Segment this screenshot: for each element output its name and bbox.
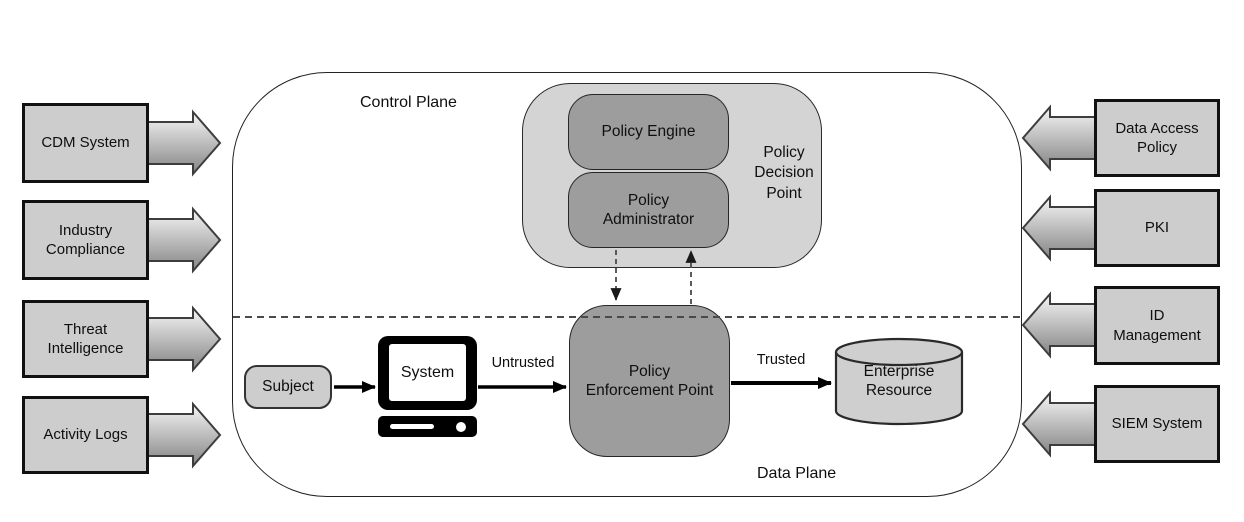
threat-intelligence-box: Threat Intelligence: [22, 300, 149, 378]
industry-compliance-box: Industry Compliance: [22, 200, 149, 280]
id-management-box: ID Management: [1094, 286, 1220, 365]
system-monitor-icon: System: [378, 336, 477, 410]
control-plane-label: Control Plane: [360, 94, 457, 111]
id-management-arrow-icon: [1021, 291, 1098, 359]
siem-system-arrow-icon: [1021, 390, 1098, 458]
system-label: System: [400, 363, 455, 381]
system-base-dot: [456, 421, 466, 432]
policy-decision-point-label: Policy Decision Point: [754, 144, 814, 202]
activity-logs-label: Activity Logs: [43, 426, 128, 444]
policy-enforcement-point-label: Policy Enforcement Point: [585, 362, 714, 399]
pki-arrow-icon: [1021, 194, 1098, 262]
trusted-label: Trusted: [756, 352, 806, 368]
industry-compliance-arrow-icon: [146, 206, 222, 274]
policy-engine-box: Policy Engine: [568, 94, 729, 170]
subject-label: Subject: [262, 378, 314, 395]
untrusted-label: Untrusted: [491, 355, 555, 371]
id-management-label: ID Management: [1113, 307, 1201, 344]
subject-box: Subject: [244, 365, 332, 409]
pki-label: PKI: [1144, 219, 1170, 237]
system-base-icon: [378, 416, 477, 437]
siem-system-label: SIEM System: [1111, 415, 1203, 433]
activity-logs-box: Activity Logs: [22, 396, 149, 474]
threat-intelligence-label: Threat Intelligence: [47, 320, 124, 357]
data-access-policy-arrow-icon: [1021, 104, 1098, 172]
data-plane-label: Data Plane: [757, 465, 837, 482]
data-access-policy-box: Data Access Policy: [1094, 99, 1220, 177]
industry-compliance-label: Industry Compliance: [45, 221, 126, 258]
cdm-system-arrow-icon: [146, 109, 222, 177]
system-screen: System: [389, 344, 466, 401]
policy-engine-label: Policy Engine: [601, 123, 696, 141]
data-access-policy-label: Data Access Policy: [1115, 119, 1199, 156]
enterprise-resource-label: Enterprise Resource: [863, 363, 935, 400]
activity-logs-arrow-icon: [146, 401, 222, 469]
pki-box: PKI: [1094, 189, 1220, 267]
policy-administrator-box: Policy Administrator: [568, 172, 729, 248]
database-cylinder-icon: [834, 337, 964, 426]
policy-enforcement-point-box: Policy Enforcement Point: [569, 305, 730, 457]
policy-administrator-label: Policy Administrator: [602, 191, 695, 228]
threat-intelligence-arrow-icon: [146, 305, 222, 373]
system-base-slot: [390, 424, 434, 429]
cdm-system-box: CDM System: [22, 103, 149, 183]
cdm-system-label: CDM System: [41, 134, 130, 152]
enterprise-resource-node: Enterprise Resource: [834, 336, 964, 428]
siem-system-box: SIEM System: [1094, 385, 1220, 463]
